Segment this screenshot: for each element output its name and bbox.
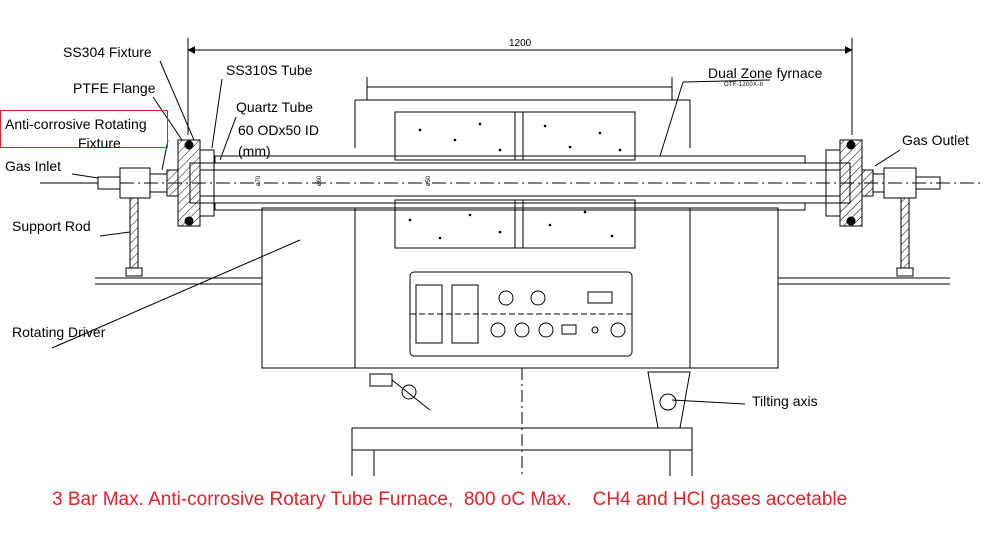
- highlight-box: [0, 110, 168, 148]
- dia-label-60: ø60: [317, 175, 324, 187]
- label-support-rod: Support Rod: [12, 218, 91, 234]
- label-gas-inlet: Gas Inlet: [5, 158, 62, 174]
- stand: [351, 368, 693, 476]
- furnace-body: [261, 207, 779, 369]
- dia-label-50: ø50: [426, 175, 433, 187]
- label-gas-outlet: Gas Outlet: [902, 132, 969, 148]
- label-tilting-axis: Tilting axis: [752, 393, 818, 409]
- label-quartz-tube: Quartz Tube: [236, 99, 314, 115]
- side-platforms: [95, 277, 950, 296]
- label-model: OTF-1200X-II: [724, 82, 764, 88]
- label-tube-size: 60 ODx50 ID: [238, 122, 319, 138]
- support-rods: [125, 197, 914, 277]
- dia-label-70: ø70: [256, 175, 263, 187]
- tube-assembly: [120, 155, 980, 211]
- left-flange: [40, 139, 215, 227]
- dimension-1200: 1200: [509, 38, 532, 49]
- label-ss310s-tube: SS310S Tube: [226, 62, 313, 78]
- furnace-top-frame: [354, 77, 691, 148]
- label-ss304-fixture: SS304 Fixture: [63, 44, 152, 60]
- insulation-blocks: [394, 111, 636, 249]
- label-dual-zone: Dual Zone fyrnace: [708, 65, 823, 81]
- label-anticorrosive-line2: Fixture: [78, 135, 121, 151]
- label-tube-size-unit: (mm): [238, 143, 271, 159]
- dimension-line: [187, 38, 853, 135]
- leader-lines: [51, 60, 901, 405]
- right-flange: [825, 139, 941, 227]
- label-ptfe-flange: PTFE Flange: [73, 80, 156, 96]
- label-rotating-driver: Rotating Driver: [12, 324, 106, 340]
- label-anticorrosive-line1: Anti-corrosive Rotating: [5, 116, 147, 132]
- caption: 3 Bar Max. Anti-corrosive Rotary Tube Fu…: [52, 489, 848, 510]
